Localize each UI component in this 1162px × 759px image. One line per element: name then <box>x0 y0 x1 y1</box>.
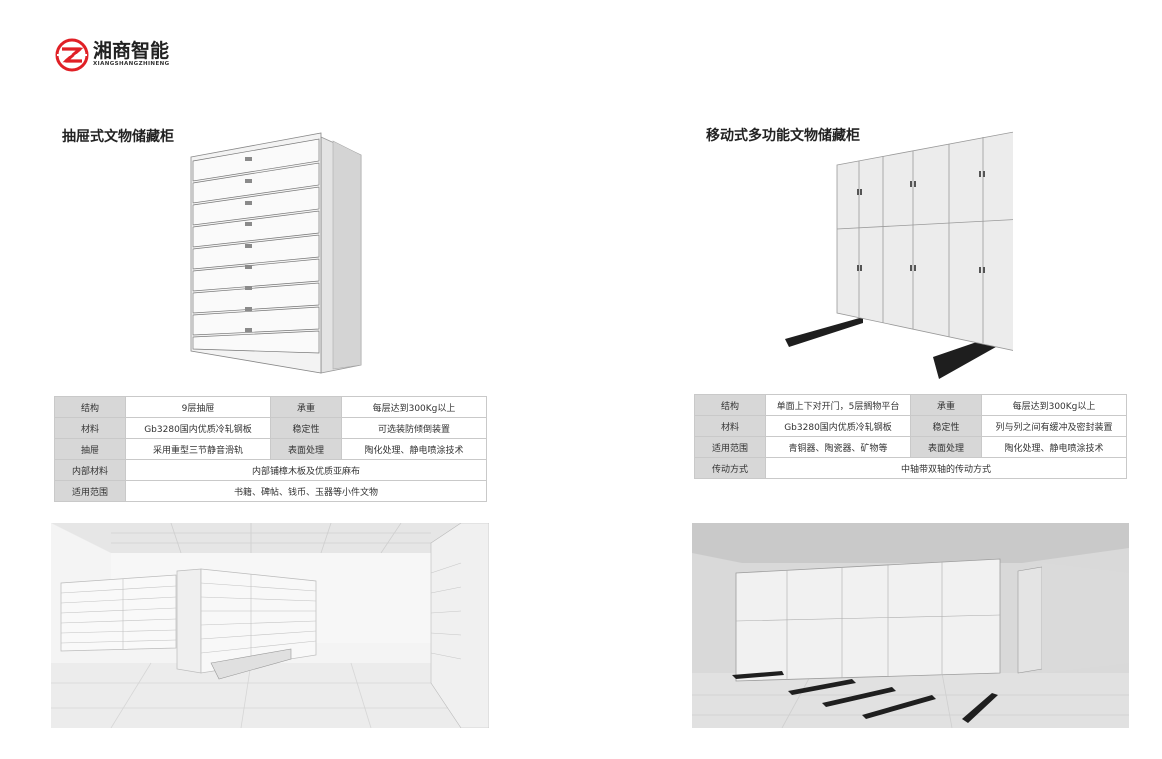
spec-value: 列与列之间有缓冲及密封装置 <box>981 415 1127 437</box>
spec-value: 采用重型三节静音滑轨 <box>125 438 271 460</box>
mobile-cabinet-image <box>785 131 1013 379</box>
spec-label: 传动方式 <box>694 457 766 479</box>
spec-label: 材料 <box>694 415 766 437</box>
spec-label: 承重 <box>910 394 982 416</box>
spec-value: 中轴带双轴的传动方式 <box>765 457 1127 479</box>
spec-value: 陶化处理、静电喷涂技术 <box>341 438 487 460</box>
spec-label: 抽屉 <box>54 438 126 460</box>
table-row: 内部材料 内部铺樟木板及优质亚麻布 <box>54 459 487 481</box>
spec-value: Gb3280国内优质冷轧钢板 <box>765 415 911 437</box>
spec-label: 结构 <box>54 396 126 418</box>
spec-label: 稳定性 <box>910 415 982 437</box>
spec-label: 稳定性 <box>270 417 342 439</box>
drawer-cabinet-room-photo <box>51 523 489 728</box>
table-row: 结构 9层抽屉 承重 每层达到300Kg以上 <box>54 396 487 418</box>
brand-name-en: XIANGSHANGZHINENG <box>93 61 170 68</box>
spec-value: 可选装防倾倒装置 <box>341 417 487 439</box>
spec-label: 材料 <box>54 417 126 439</box>
spec-label: 内部材料 <box>54 459 126 481</box>
drawer-cabinet-image <box>190 132 362 374</box>
spec-label: 适用范围 <box>54 480 126 502</box>
table-row: 传动方式 中轴带双轴的传动方式 <box>694 457 1127 479</box>
spec-value: 内部铺樟木板及优质亚麻布 <box>125 459 487 481</box>
table-row: 结构 单面上下对开门，5层搁物平台 承重 每层达到300Kg以上 <box>694 394 1127 416</box>
spec-label: 承重 <box>270 396 342 418</box>
cabinet-drawers <box>192 138 320 354</box>
table-row: 适用范围 书籍、碑帖、钱币、玉器等小件文物 <box>54 480 487 502</box>
spec-label: 表面处理 <box>910 436 982 458</box>
left-product-title: 抽屉式文物储藏柜 <box>62 129 174 145</box>
brand-logo-icon <box>55 38 89 72</box>
right-product-title: 移动式多功能文物储藏柜 <box>706 128 860 144</box>
table-row: 材料 Gb3280国内优质冷轧钢板 稳定性 列与列之间有缓冲及密封装置 <box>694 415 1127 437</box>
spec-value: 每层达到300Kg以上 <box>341 396 487 418</box>
spec-value: 每层达到300Kg以上 <box>981 394 1127 416</box>
left-spec-table: 结构 9层抽屉 承重 每层达到300Kg以上 材料 Gb3280国内优质冷轧钢板… <box>54 396 487 502</box>
spec-value: 9层抽屉 <box>125 396 271 418</box>
table-row: 材料 Gb3280国内优质冷轧钢板 稳定性 可选装防倾倒装置 <box>54 417 487 439</box>
spec-value: Gb3280国内优质冷轧钢板 <box>125 417 271 439</box>
spec-label: 结构 <box>694 394 766 416</box>
right-spec-table: 结构 单面上下对开门，5层搁物平台 承重 每层达到300Kg以上 材料 Gb32… <box>694 394 1127 479</box>
spec-value: 书籍、碑帖、钱币、玉器等小件文物 <box>125 480 487 502</box>
spec-value: 单面上下对开门，5层搁物平台 <box>765 394 911 416</box>
spec-value: 陶化处理、静电喷涂技术 <box>981 436 1127 458</box>
spec-value: 青铜器、陶瓷器、矿物等 <box>765 436 911 458</box>
brand-logo: 湘商智能 XIANGSHANGZHINENG <box>55 38 170 72</box>
mobile-cabinet-room-photo <box>692 523 1129 728</box>
table-row: 抽屉 采用重型三节静音滑轨 表面处理 陶化处理、静电喷涂技术 <box>54 438 487 460</box>
spec-label: 适用范围 <box>694 436 766 458</box>
spec-label: 表面处理 <box>270 438 342 460</box>
brand-name-cn: 湘商智能 <box>93 40 170 63</box>
table-row: 适用范围 青铜器、陶瓷器、矿物等 表面处理 陶化处理、静电喷涂技术 <box>694 436 1127 458</box>
